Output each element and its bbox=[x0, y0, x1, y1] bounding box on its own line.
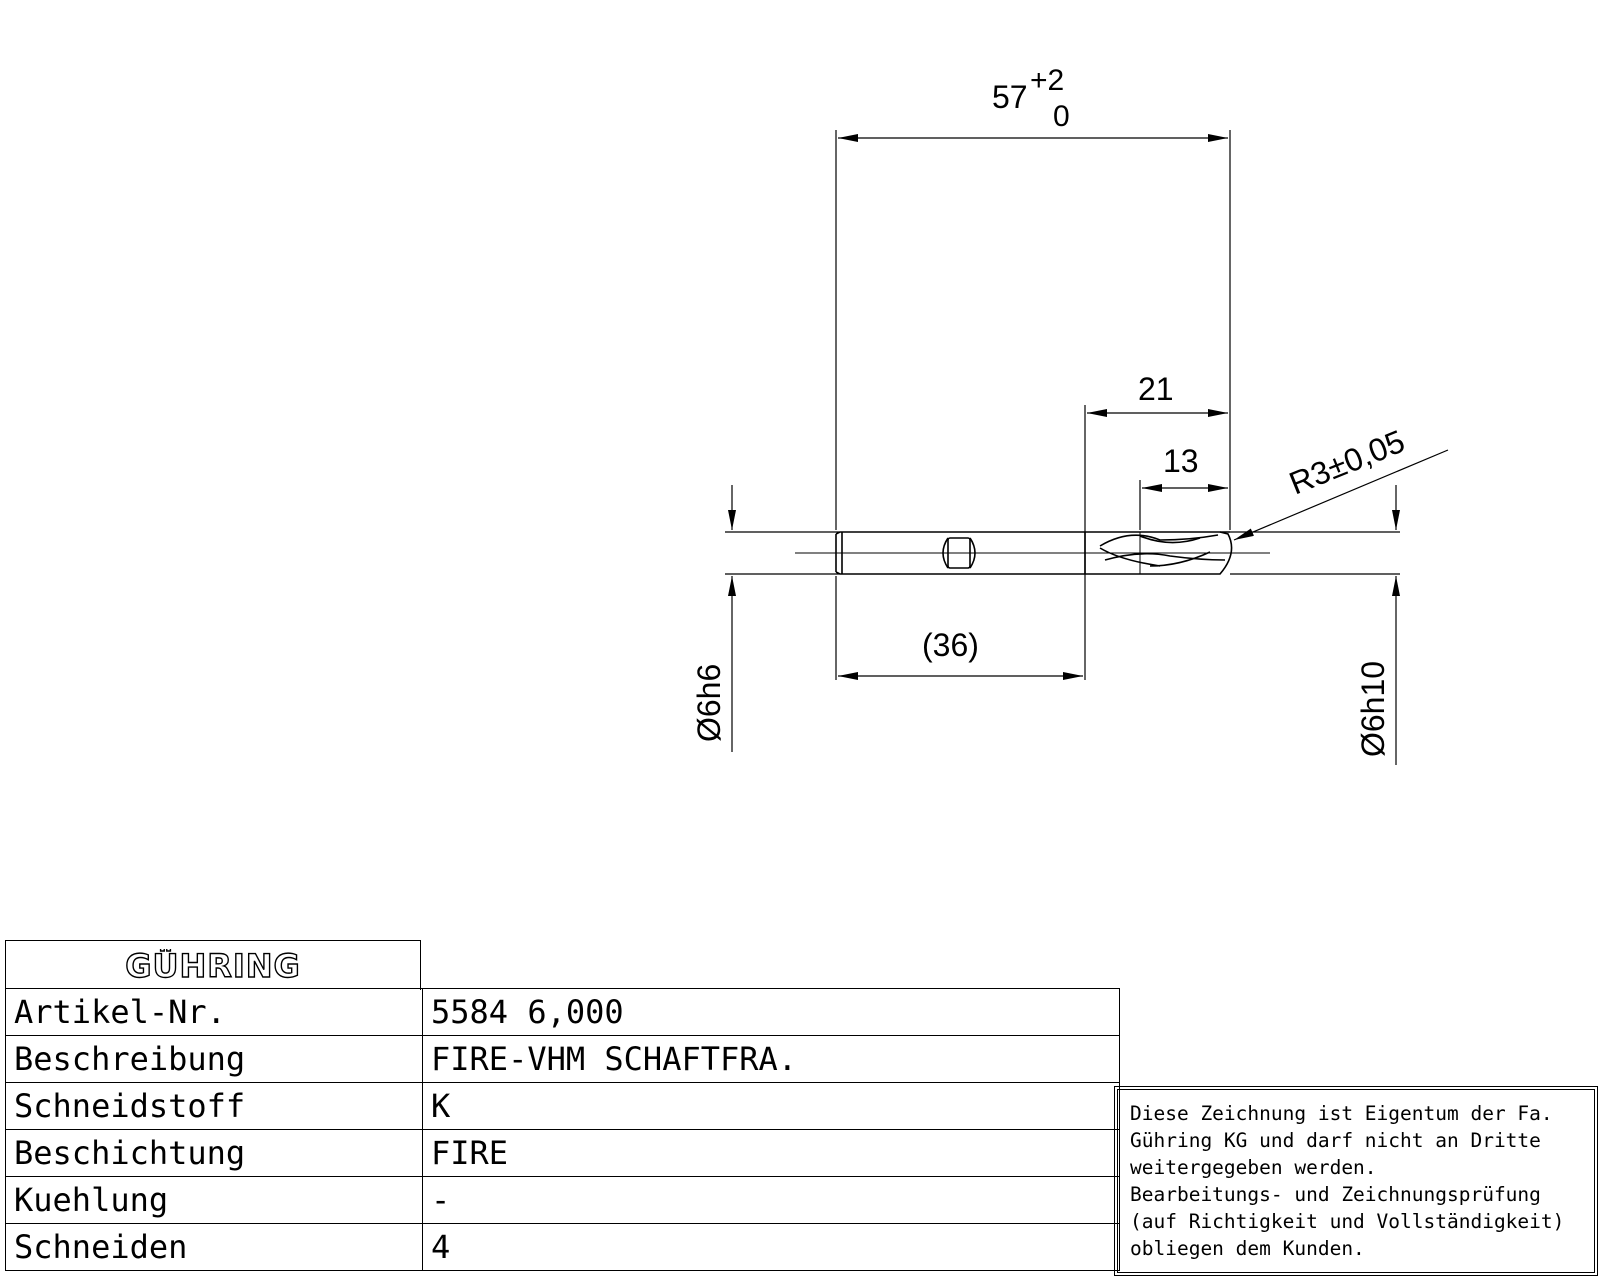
notice-line: Gühring KG und darf nicht an Dritte bbox=[1130, 1129, 1541, 1152]
row-value: 5584 6,000 bbox=[422, 988, 1120, 1036]
tool-body bbox=[795, 531, 1270, 575]
dim-overall-tol-upper: +2 bbox=[1030, 64, 1064, 97]
row-label: Artikel-Nr. bbox=[5, 988, 423, 1036]
dim-cutting-length: 13 bbox=[1163, 443, 1199, 479]
dim-shank-diameter: Ø6h6 bbox=[691, 664, 727, 742]
table-row: Schneidstoff K bbox=[5, 1082, 1120, 1130]
row-value: FIRE-VHM SCHAFTFRA. bbox=[422, 1035, 1120, 1083]
row-value: 4 bbox=[422, 1223, 1120, 1271]
extension-lines bbox=[725, 130, 1400, 680]
company-logo-cell: GÜHRING bbox=[5, 940, 421, 990]
copyright-notice: Diese Zeichnung ist Eigentum der Fa. Güh… bbox=[1114, 1086, 1598, 1276]
row-label: Schneiden bbox=[5, 1223, 423, 1271]
row-label: Beschreibung bbox=[5, 1035, 423, 1083]
notice-line: (auf Richtigkeit und Vollständigkeit) bbox=[1130, 1210, 1565, 1233]
notice-line: Bearbeitungs- und Zeichnungsprüfung bbox=[1130, 1183, 1541, 1206]
notice-line: obliegen dem Kunden. bbox=[1130, 1237, 1365, 1260]
row-value: K bbox=[422, 1082, 1120, 1130]
table-row: Beschreibung FIRE-VHM SCHAFTFRA. bbox=[5, 1035, 1120, 1083]
dim-cutter-diameter: Ø6h10 bbox=[1355, 661, 1391, 757]
dim-shank-length: (36) bbox=[922, 627, 979, 663]
dim-overall-length: 57 bbox=[992, 79, 1028, 115]
row-label: Kuehlung bbox=[5, 1176, 423, 1224]
table-row: Beschichtung FIRE bbox=[5, 1129, 1120, 1177]
dim-overall-tol-lower: 0 bbox=[1053, 100, 1070, 133]
notice-line: Diese Zeichnung ist Eigentum der Fa. bbox=[1130, 1102, 1553, 1125]
copyright-notice-text: Diese Zeichnung ist Eigentum der Fa. Güh… bbox=[1117, 1089, 1595, 1273]
row-value: - bbox=[422, 1176, 1120, 1224]
row-value: FIRE bbox=[422, 1129, 1120, 1177]
row-label: Beschichtung bbox=[5, 1129, 423, 1177]
table-row: Kuehlung - bbox=[5, 1176, 1120, 1224]
dim-flute-length: 21 bbox=[1138, 371, 1174, 407]
dim-radius: R3±0,05 bbox=[1284, 423, 1409, 502]
title-block-table: Artikel-Nr. 5584 6,000 Beschreibung FIRE… bbox=[5, 988, 1120, 1271]
guehring-logo: GÜHRING bbox=[124, 949, 301, 983]
table-row: Artikel-Nr. 5584 6,000 bbox=[5, 988, 1120, 1036]
dimension-lines bbox=[728, 134, 1449, 765]
notice-line: weitergegeben werden. bbox=[1130, 1156, 1377, 1179]
row-label: Schneidstoff bbox=[5, 1082, 423, 1130]
logo-text: GÜHRING bbox=[125, 949, 301, 983]
table-row: Schneiden 4 bbox=[5, 1223, 1120, 1271]
